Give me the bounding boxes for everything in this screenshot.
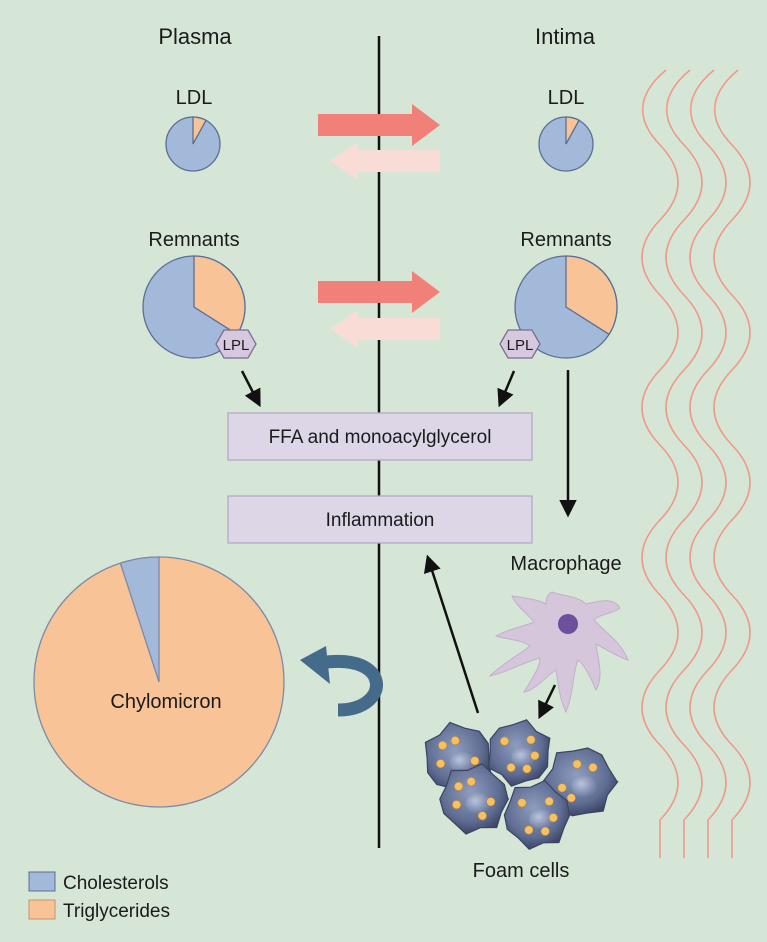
ffa-box-label: FFA and monoacylglycerol xyxy=(269,427,492,448)
ldl-label-intima: LDL xyxy=(548,87,585,109)
ldl-efflux-arrow xyxy=(330,142,440,180)
lipid-droplet xyxy=(540,826,550,836)
lpl-to-ffa-arrow-plasma xyxy=(240,370,261,408)
elastic-fibers xyxy=(641,69,751,858)
remnant-efflux-arrow xyxy=(330,310,440,348)
lipid-droplet xyxy=(438,740,448,750)
lpl-label-plasma: LPL xyxy=(223,337,250,354)
foam-cell xyxy=(439,763,510,835)
lipid-droplet xyxy=(544,796,554,806)
lipid-droplet xyxy=(566,793,576,803)
remnant-exchange-arrows xyxy=(318,271,440,348)
legend-label-cholesterols: Cholesterols xyxy=(63,873,169,894)
foam-cell-nucleus xyxy=(528,808,554,830)
lpl-label-intima: LPL xyxy=(507,337,534,354)
lpl-enzyme-plasma: LPL xyxy=(215,329,257,359)
foam-cell xyxy=(503,779,571,851)
foam-cell-nucleus xyxy=(449,751,475,773)
lpl-enzyme-intima: LPL xyxy=(499,329,541,359)
recycle-arrow xyxy=(300,646,383,717)
lipid-droplet xyxy=(466,777,476,787)
lipid-droplet xyxy=(499,736,509,746)
ldl-particle-plasma xyxy=(165,116,221,172)
plasma-header: Plasma xyxy=(158,24,232,49)
lipid-droplet xyxy=(506,762,516,772)
lipid-droplet xyxy=(477,811,487,821)
foam-cell-nucleus xyxy=(465,792,491,814)
legend-label-triglycerides: Triglycerides xyxy=(63,901,170,922)
ldl-particle-intima xyxy=(538,116,594,172)
remnant-influx-arrow xyxy=(318,271,440,313)
ldl-label-plasma: LDL xyxy=(176,87,213,109)
macrophage-label: Macrophage xyxy=(510,553,621,575)
legend-swatch-triglycerides xyxy=(28,899,56,920)
remnant-particle-plasma xyxy=(142,255,246,359)
ldl-influx-arrow xyxy=(318,104,440,146)
chylomicron-label: Chylomicron xyxy=(110,691,221,713)
macrophage-nucleus xyxy=(558,614,578,634)
lipid-droplet xyxy=(588,762,598,772)
foam-cell-nucleus xyxy=(511,747,535,767)
lipid-droplet xyxy=(454,781,464,791)
lipid-droplet xyxy=(452,800,462,810)
lipid-droplet xyxy=(572,759,582,769)
lipid-droplet xyxy=(524,825,534,835)
foam-cell xyxy=(487,719,551,787)
foam-cell-nucleus xyxy=(571,775,597,797)
foam-cells-cluster xyxy=(424,719,619,851)
lipid-droplet xyxy=(486,797,496,807)
lipid-droplet xyxy=(522,764,532,774)
chylomicron-particle xyxy=(33,556,285,808)
lipid-droplet xyxy=(526,735,536,745)
lpl-to-ffa-arrow-intima xyxy=(497,370,516,408)
lipid-droplet xyxy=(517,798,527,808)
lipid-droplet xyxy=(548,813,558,823)
remnants-label-plasma: Remnants xyxy=(148,229,239,251)
intima-header: Intima xyxy=(535,24,596,49)
remnants-label-intima: Remnants xyxy=(520,229,611,251)
lipid-droplet xyxy=(436,759,446,769)
foam-to-inflammation-arrow xyxy=(423,554,480,714)
inflammation-box-label: Inflammation xyxy=(326,510,435,531)
lipid-droplet xyxy=(557,783,567,793)
ffa-box: FFA and monoacylglycerol xyxy=(227,412,533,461)
macrophage-cell xyxy=(488,591,629,714)
lipid-droplet xyxy=(470,756,480,766)
remnant-particle-intima xyxy=(514,255,618,359)
legend-swatch-cholesterols xyxy=(28,871,56,892)
macrophage-to-foam-arrow xyxy=(538,684,557,720)
legend: Cholesterols Triglycerides xyxy=(28,871,170,922)
inflammation-box: Inflammation xyxy=(227,495,533,544)
lipid-droplet xyxy=(450,736,460,746)
ldl-exchange-arrows xyxy=(318,104,440,180)
lipid-droplet xyxy=(530,751,540,761)
foam-cells-label: Foam cells xyxy=(473,860,570,882)
